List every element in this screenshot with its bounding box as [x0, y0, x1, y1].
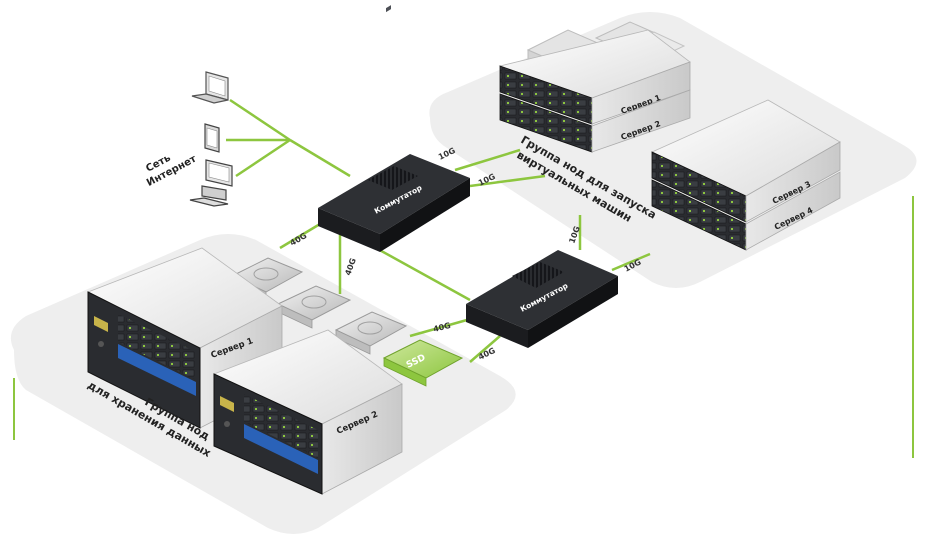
link-label-10g-top-b: 10G [477, 172, 497, 188]
vm-server-3: Сервер 3 [651, 99, 841, 223]
desktop-computer-icon [189, 159, 233, 207]
link-label-10g-top-a: 10G [437, 146, 457, 162]
storage-disk-3 [334, 311, 408, 355]
link-label-40g-storage-a: 40G [432, 321, 451, 334]
storage-server-2: Сервер 2 [212, 329, 403, 495]
tablet-icon [204, 123, 220, 153]
svg-text:Сеть Интернет: Сеть Интернет [139, 142, 199, 189]
top-switch: Коммутатор [318, 5, 470, 252]
link-label-40g-storage-b: 40G [477, 346, 497, 362]
vm-server-1: Сервер 1 [498, 29, 691, 125]
storage-disk-2 [276, 285, 352, 329]
ssd-disk: SSD [382, 339, 464, 387]
link-label-40g-top-bottom: 40G [343, 257, 358, 277]
laptop-icon [191, 71, 229, 104]
bottom-switch: Коммутатор [466, 250, 618, 348]
